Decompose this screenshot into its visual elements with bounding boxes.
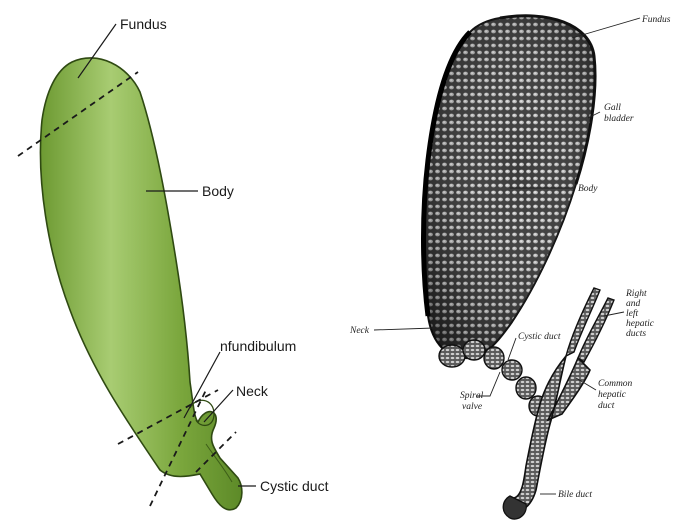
r-neck-leader — [374, 328, 434, 330]
left-panel: Fundus Body nfundibulum Neck Cystic duct — [18, 16, 329, 510]
r-bladder-label: bladder — [604, 114, 634, 124]
r-hepatic-label: hepatic — [626, 319, 655, 329]
r-cystic-duct-label: Cystic duct — [518, 332, 561, 342]
r-duct-label: duct — [598, 401, 615, 411]
r-left-label: left — [626, 308, 638, 319]
r-neck-label: Neck — [349, 326, 370, 336]
right-left-hepatic-ducts — [566, 288, 614, 362]
fundus-label: Fundus — [120, 16, 167, 32]
cystic-duct-drawing — [439, 340, 547, 416]
r-common-label: Common — [598, 379, 633, 389]
r-common-hepatic-label: hepatic — [598, 390, 627, 400]
r-cystic-duct-leader — [508, 338, 516, 360]
right-panel: Fundus Gall bladder Body Neck Cystic duc… — [349, 15, 671, 519]
r-gall-label: Gall — [604, 103, 621, 113]
body-label: Body — [202, 183, 234, 199]
r-body-label: Body — [578, 184, 598, 194]
r-valve-label: valve — [462, 402, 482, 412]
r-right-label: Right — [625, 289, 647, 299]
r-and-label: and — [626, 299, 641, 309]
r-fundus-label: Fundus — [641, 15, 671, 25]
neck-label: Neck — [236, 383, 269, 399]
r-spiral-label: Spiral — [460, 391, 484, 401]
gallbladder-shape — [40, 58, 241, 510]
cystic-duct-label: Cystic duct — [260, 478, 329, 494]
r-ducts-label: ducts — [626, 329, 646, 339]
r-bile-duct-label: Bile duct — [558, 490, 592, 500]
r-fundus-leader — [572, 18, 640, 38]
infundibulum-label: nfundibulum — [220, 338, 296, 354]
